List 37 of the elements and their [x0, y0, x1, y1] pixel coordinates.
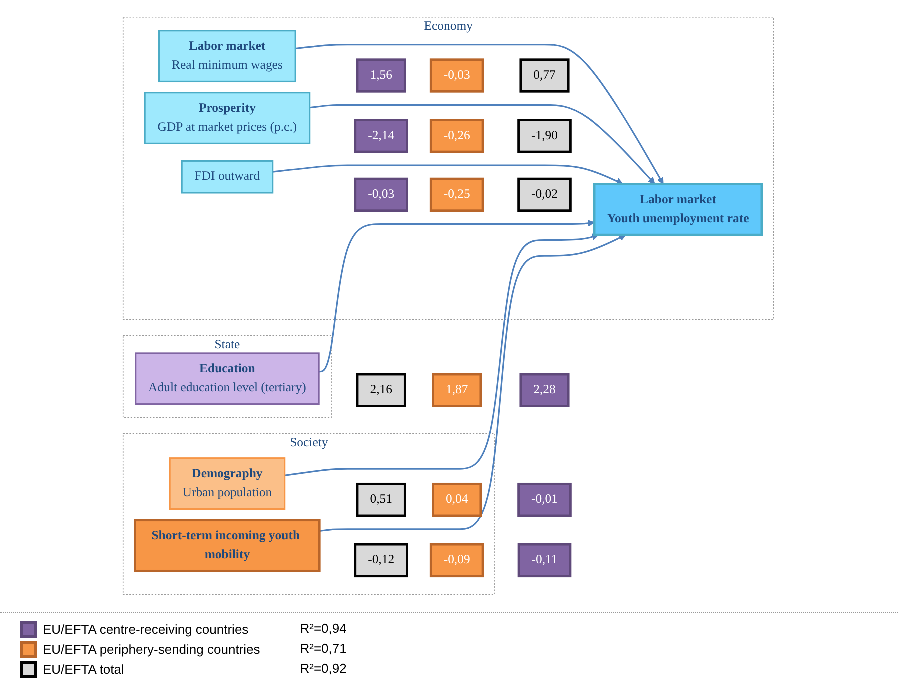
arrow: [273, 164, 624, 185]
node-box: Demography Urban population: [170, 458, 286, 510]
r-squared-label: R²=0,92: [300, 660, 347, 678]
node-box: 2,16: [356, 373, 407, 408]
node-box: Prosperity GDP at market prices (p.c.): [144, 92, 312, 144]
arrow: [285, 234, 600, 476]
node-box: 1,87: [432, 373, 482, 408]
r-squared-label: R²=0,71: [300, 640, 347, 658]
arrow: [319, 220, 596, 373]
node-box: -0,26: [430, 119, 485, 154]
node-box: -0,11: [518, 543, 572, 578]
node-box: 0,77: [520, 58, 570, 93]
node-box: -0,03: [354, 178, 409, 212]
arrow: [310, 104, 656, 185]
node-box: -0,03: [430, 58, 485, 93]
node-box: -1,90: [518, 119, 572, 154]
node-box: 2,28: [520, 373, 570, 408]
legend-text: EU/EFTA centre-receiving countries: [43, 622, 249, 636]
node-box: -2,14: [354, 119, 409, 154]
node-box: FDI outward: [182, 160, 274, 194]
node-box: Short-term incoming youth mobility: [134, 519, 322, 572]
node-box: -0,12: [354, 543, 409, 578]
node-box: 0,51: [356, 482, 407, 518]
node-box: -0,09: [430, 543, 485, 578]
node-box: -0,02: [518, 178, 572, 212]
node-box: -0,25: [430, 178, 485, 212]
node-box: -0,01: [518, 482, 572, 518]
legend-text: EU/EFTA periphery-sending countries: [43, 642, 260, 656]
arrow: [320, 234, 627, 532]
r-squared-label: R²=0,94: [300, 620, 347, 638]
arrow: [296, 44, 664, 185]
legend-text: EU/EFTA total: [43, 662, 124, 676]
node-box: Labor market Real minimum wages: [158, 30, 297, 83]
node-box: Labor market Youth unemployment rate: [594, 183, 764, 236]
node-box: 0,04: [432, 482, 482, 518]
node-box: Education Adult education level (tertiary): [135, 352, 320, 406]
node-box: 1,56: [356, 58, 407, 93]
